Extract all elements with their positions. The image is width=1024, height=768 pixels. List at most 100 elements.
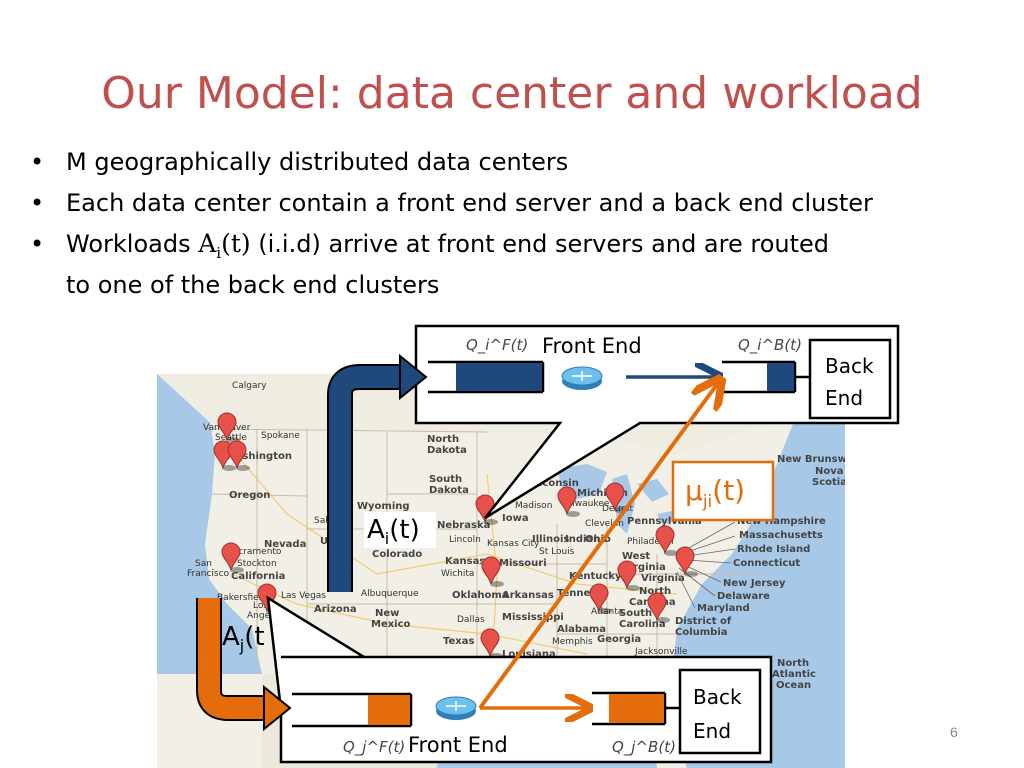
map-label-missouri: Missouri bbox=[499, 558, 547, 569]
routing-arrow bbox=[478, 383, 718, 710]
map-label-calgary: Calgary bbox=[232, 381, 267, 391]
map-label-jacksonville: Jacksonville bbox=[634, 647, 688, 657]
map-label-oregon: Oregon bbox=[229, 490, 270, 501]
bullet-list: • M geographically distributed data cente… bbox=[30, 146, 1010, 310]
top-back-queue bbox=[722, 360, 810, 394]
bottom-back-end-label: End bbox=[693, 719, 731, 743]
top-router-icon bbox=[561, 366, 603, 390]
map-label-dallas: Dallas bbox=[457, 615, 485, 625]
map-label-seattle: Seattle bbox=[215, 433, 247, 443]
map-label-michigan: Michigan bbox=[577, 488, 628, 499]
map-label-washington: Washington bbox=[225, 451, 292, 462]
map-label-north-atlantic-ocean: North bbox=[777, 658, 809, 669]
bullet-item: •Each data center contain a front end se… bbox=[30, 187, 1010, 219]
top-arrival-arrow bbox=[329, 366, 404, 592]
map-label-kentucky: Kentucky bbox=[569, 571, 622, 582]
map-label-wichita: Wichita bbox=[441, 569, 474, 579]
map-pin-shadow bbox=[566, 511, 580, 517]
bullet-text: M geographically distributed data center… bbox=[66, 148, 569, 176]
map-label-wyoming: Wyoming bbox=[357, 501, 410, 512]
bullet-dot: • bbox=[30, 148, 45, 176]
map-label-los-angeles: Los bbox=[253, 601, 268, 611]
map-pin-shadow bbox=[490, 581, 504, 587]
map-label-detroit: Detroit bbox=[602, 504, 634, 514]
bullet-continuation: to one of the back end clusters bbox=[66, 271, 440, 299]
map-label-oklahoma: Oklahoma bbox=[452, 590, 508, 601]
bottom-back-end-box bbox=[678, 668, 762, 755]
map-label-rhode-island: Rhode Island bbox=[737, 544, 810, 555]
map-pin-shadow bbox=[664, 550, 678, 556]
map-label-louisiana: Louisiana bbox=[502, 649, 556, 660]
top-back-queue-label: Q_i^B(t) bbox=[738, 336, 802, 355]
map-label-illinois: Illinois bbox=[532, 534, 569, 545]
map-label-wisconsin: Wisconsin bbox=[522, 478, 579, 489]
top-arrival-arrowhead bbox=[399, 353, 428, 401]
map-pin-shadow bbox=[230, 567, 244, 573]
map-pin-icon bbox=[481, 556, 501, 585]
map-pin-shadow bbox=[484, 519, 498, 525]
bottom-arrival-arrow bbox=[198, 598, 268, 719]
map-label-arkansas: Arkansas bbox=[502, 590, 554, 601]
map-label-maryland: Maryland bbox=[697, 603, 750, 614]
map-label-arizona: Arizona bbox=[314, 604, 357, 615]
a-i-label: Ai(t) bbox=[367, 515, 420, 548]
map-pin-icon bbox=[655, 525, 675, 554]
map-label-west-virginia: West bbox=[622, 551, 650, 562]
map-label-california: California bbox=[231, 571, 285, 582]
map-label-las-vegas: Las Vegas bbox=[281, 591, 326, 601]
map-label-iowa: Iowa bbox=[502, 513, 529, 524]
map-label-bakersfield: Bakersfield bbox=[217, 593, 267, 603]
top-back-end-label: End bbox=[825, 386, 863, 410]
map-pin-icon bbox=[675, 546, 695, 575]
a-i-label-bg bbox=[364, 512, 436, 548]
map-label-new-mexico: Mexico bbox=[371, 619, 411, 630]
a-j-label: Aj(t bbox=[222, 622, 265, 655]
map-label-memphis: Memphis bbox=[552, 637, 593, 647]
map-label-north-carolina: North bbox=[639, 586, 671, 597]
map-label-kansas: Kansas bbox=[445, 556, 485, 567]
mu-label-box bbox=[671, 460, 775, 522]
map-label-san-francisco: Francisco bbox=[187, 569, 230, 579]
bullet-dot: • bbox=[30, 230, 45, 258]
map-label-south-dakota: Dakota bbox=[429, 485, 469, 496]
map-label-kansas-city: Kansas City bbox=[487, 539, 540, 549]
map-label-massachusetts: Massachusetts bbox=[739, 530, 823, 541]
map-label-tennessee: Tennesse bbox=[557, 588, 609, 599]
map-label-north-dakota: North bbox=[427, 434, 459, 445]
map-label-los-angeles: Angeles bbox=[247, 611, 283, 621]
bottom-back-queue-label: Q_j^B(t) bbox=[612, 738, 676, 757]
map-pin-icon bbox=[217, 412, 237, 441]
map-label-colorado: Colorado bbox=[372, 549, 422, 560]
map-pin-icon bbox=[589, 583, 609, 612]
page-number: 6 bbox=[950, 724, 958, 740]
map-pin-icon bbox=[605, 482, 625, 511]
map-label-georgia: Georgia bbox=[597, 634, 641, 645]
map-label-new-jersey: New Jersey bbox=[723, 578, 786, 589]
map-label-san-francisco: San bbox=[195, 559, 212, 569]
bottom-front-end-label: Front End bbox=[408, 733, 508, 757]
bullet-item: • M geographically distributed data cente… bbox=[30, 146, 1010, 178]
map-pin-shadow bbox=[626, 585, 640, 591]
map-label-texas: Texas bbox=[443, 636, 474, 647]
map-pin-shadow bbox=[222, 465, 236, 471]
bottom-back-end-label: Back bbox=[693, 685, 742, 709]
map-pin-shadow bbox=[684, 571, 698, 577]
map-label-delaware: Delaware bbox=[717, 591, 770, 602]
map-label-nevada: Nevada bbox=[264, 539, 306, 550]
map-label-south-carolina: South bbox=[619, 608, 652, 619]
map-pin-shadow bbox=[236, 465, 250, 471]
map-label-milwaukee: Milwaukee bbox=[562, 499, 610, 509]
map-label-nova-scotia: Nova bbox=[815, 466, 844, 477]
map-label-new-hampshire: New Hampshire bbox=[737, 516, 826, 527]
map-label-philadelphia: Philadelph bbox=[627, 537, 674, 547]
map-label-nebraska: Nebraska bbox=[437, 520, 490, 531]
map-label-sacramento: Sacramento bbox=[227, 547, 282, 557]
map-pin-icon bbox=[213, 440, 233, 469]
map-label-new-mexico: New bbox=[375, 608, 399, 619]
slide-title: Our Model: data center and workload bbox=[101, 68, 923, 119]
map-label-west-virginia: Virginia bbox=[622, 562, 666, 573]
bullet-dot: • bbox=[30, 189, 45, 217]
top-back-end-box bbox=[808, 338, 892, 420]
map-label-lincoln: Lincoln bbox=[449, 535, 481, 545]
